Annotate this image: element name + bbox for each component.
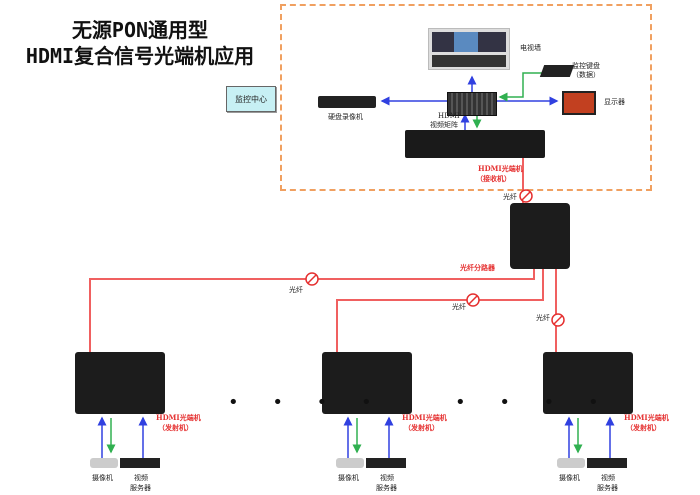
- diagram-title-line2: HDMI复合信号光端机应用: [25, 44, 255, 68]
- tx3-label-line1: HDMI光端机: [624, 413, 669, 422]
- dvr-icon: [318, 96, 376, 108]
- tx3-label-line2: （发射机）: [626, 423, 661, 432]
- hdmi-transmitter-icon: [322, 352, 412, 414]
- hdmi-transmitter-icon: [75, 352, 165, 414]
- control-center-label: 监控中心: [226, 86, 276, 112]
- tx1-label-line2: （发射机）: [158, 423, 193, 432]
- server-label-line2: 服务器: [597, 484, 618, 492]
- video-wall-icon: [428, 28, 510, 70]
- fiber-label: 光纤: [452, 303, 466, 311]
- keyboard-icon: [539, 65, 575, 77]
- camera-label: 摄像机: [338, 474, 359, 482]
- fiber-label: 光纤: [289, 286, 303, 294]
- video-server-icon: [587, 458, 627, 468]
- receiver-label-line1: HDMI光端机: [478, 164, 523, 173]
- camera-icon: [557, 458, 585, 468]
- dvr-label: 硬盘录像机: [328, 113, 363, 121]
- matrix-label-line2: 视频矩阵: [430, 121, 458, 129]
- server-label-line1: 视频: [134, 474, 148, 482]
- server-label-line2: 服务器: [376, 484, 397, 492]
- server-label-line1: 视频: [380, 474, 394, 482]
- camera-label: 摄像机: [559, 474, 580, 482]
- tx1-label-line1: HDMI光端机: [156, 413, 201, 422]
- fiber-label: 光纤: [503, 193, 517, 201]
- camera-icon: [336, 458, 364, 468]
- control-center-zone: [280, 4, 652, 191]
- more-ellipsis: • • • •: [228, 392, 386, 413]
- matrix-label-line1: HDMI: [438, 112, 460, 120]
- more-ellipsis: • • • •: [455, 392, 613, 413]
- server-label-line1: 视频: [601, 474, 615, 482]
- fiber-splitter-tx2: [336, 258, 544, 398]
- keyboard-label-line1: 监控键盘: [572, 62, 600, 70]
- hdmi-receiver-icon: [405, 130, 545, 158]
- keyboard-to-matrix: [498, 72, 542, 102]
- display-label: 显示器: [604, 98, 625, 106]
- fiber-label: 光纤: [536, 314, 550, 322]
- tx-links: [97, 416, 615, 458]
- video-server-icon: [366, 458, 406, 468]
- camera-label: 摄像机: [92, 474, 113, 482]
- server-label-line2: 服务器: [130, 484, 151, 492]
- hdmi-transmitter-icon: [543, 352, 633, 414]
- video-wall-label: 电视墙: [520, 44, 541, 52]
- video-server-icon: [120, 458, 160, 468]
- camera-icon: [90, 458, 118, 468]
- tx2-label-line1: HDMI光端机: [402, 413, 447, 422]
- video-matrix-icon: [447, 92, 497, 116]
- receiver-label-line2: （接收机）: [476, 174, 511, 183]
- fiber-splitter-icon: [510, 203, 570, 269]
- display-icon: [562, 91, 596, 115]
- diagram-title-line1: 无源PON通用型: [71, 18, 209, 42]
- tx2-label-line2: （发射机）: [404, 423, 439, 432]
- keyboard-label-line2: （数据）: [572, 71, 600, 79]
- splitter-label: 光纤分路器: [460, 263, 495, 272]
